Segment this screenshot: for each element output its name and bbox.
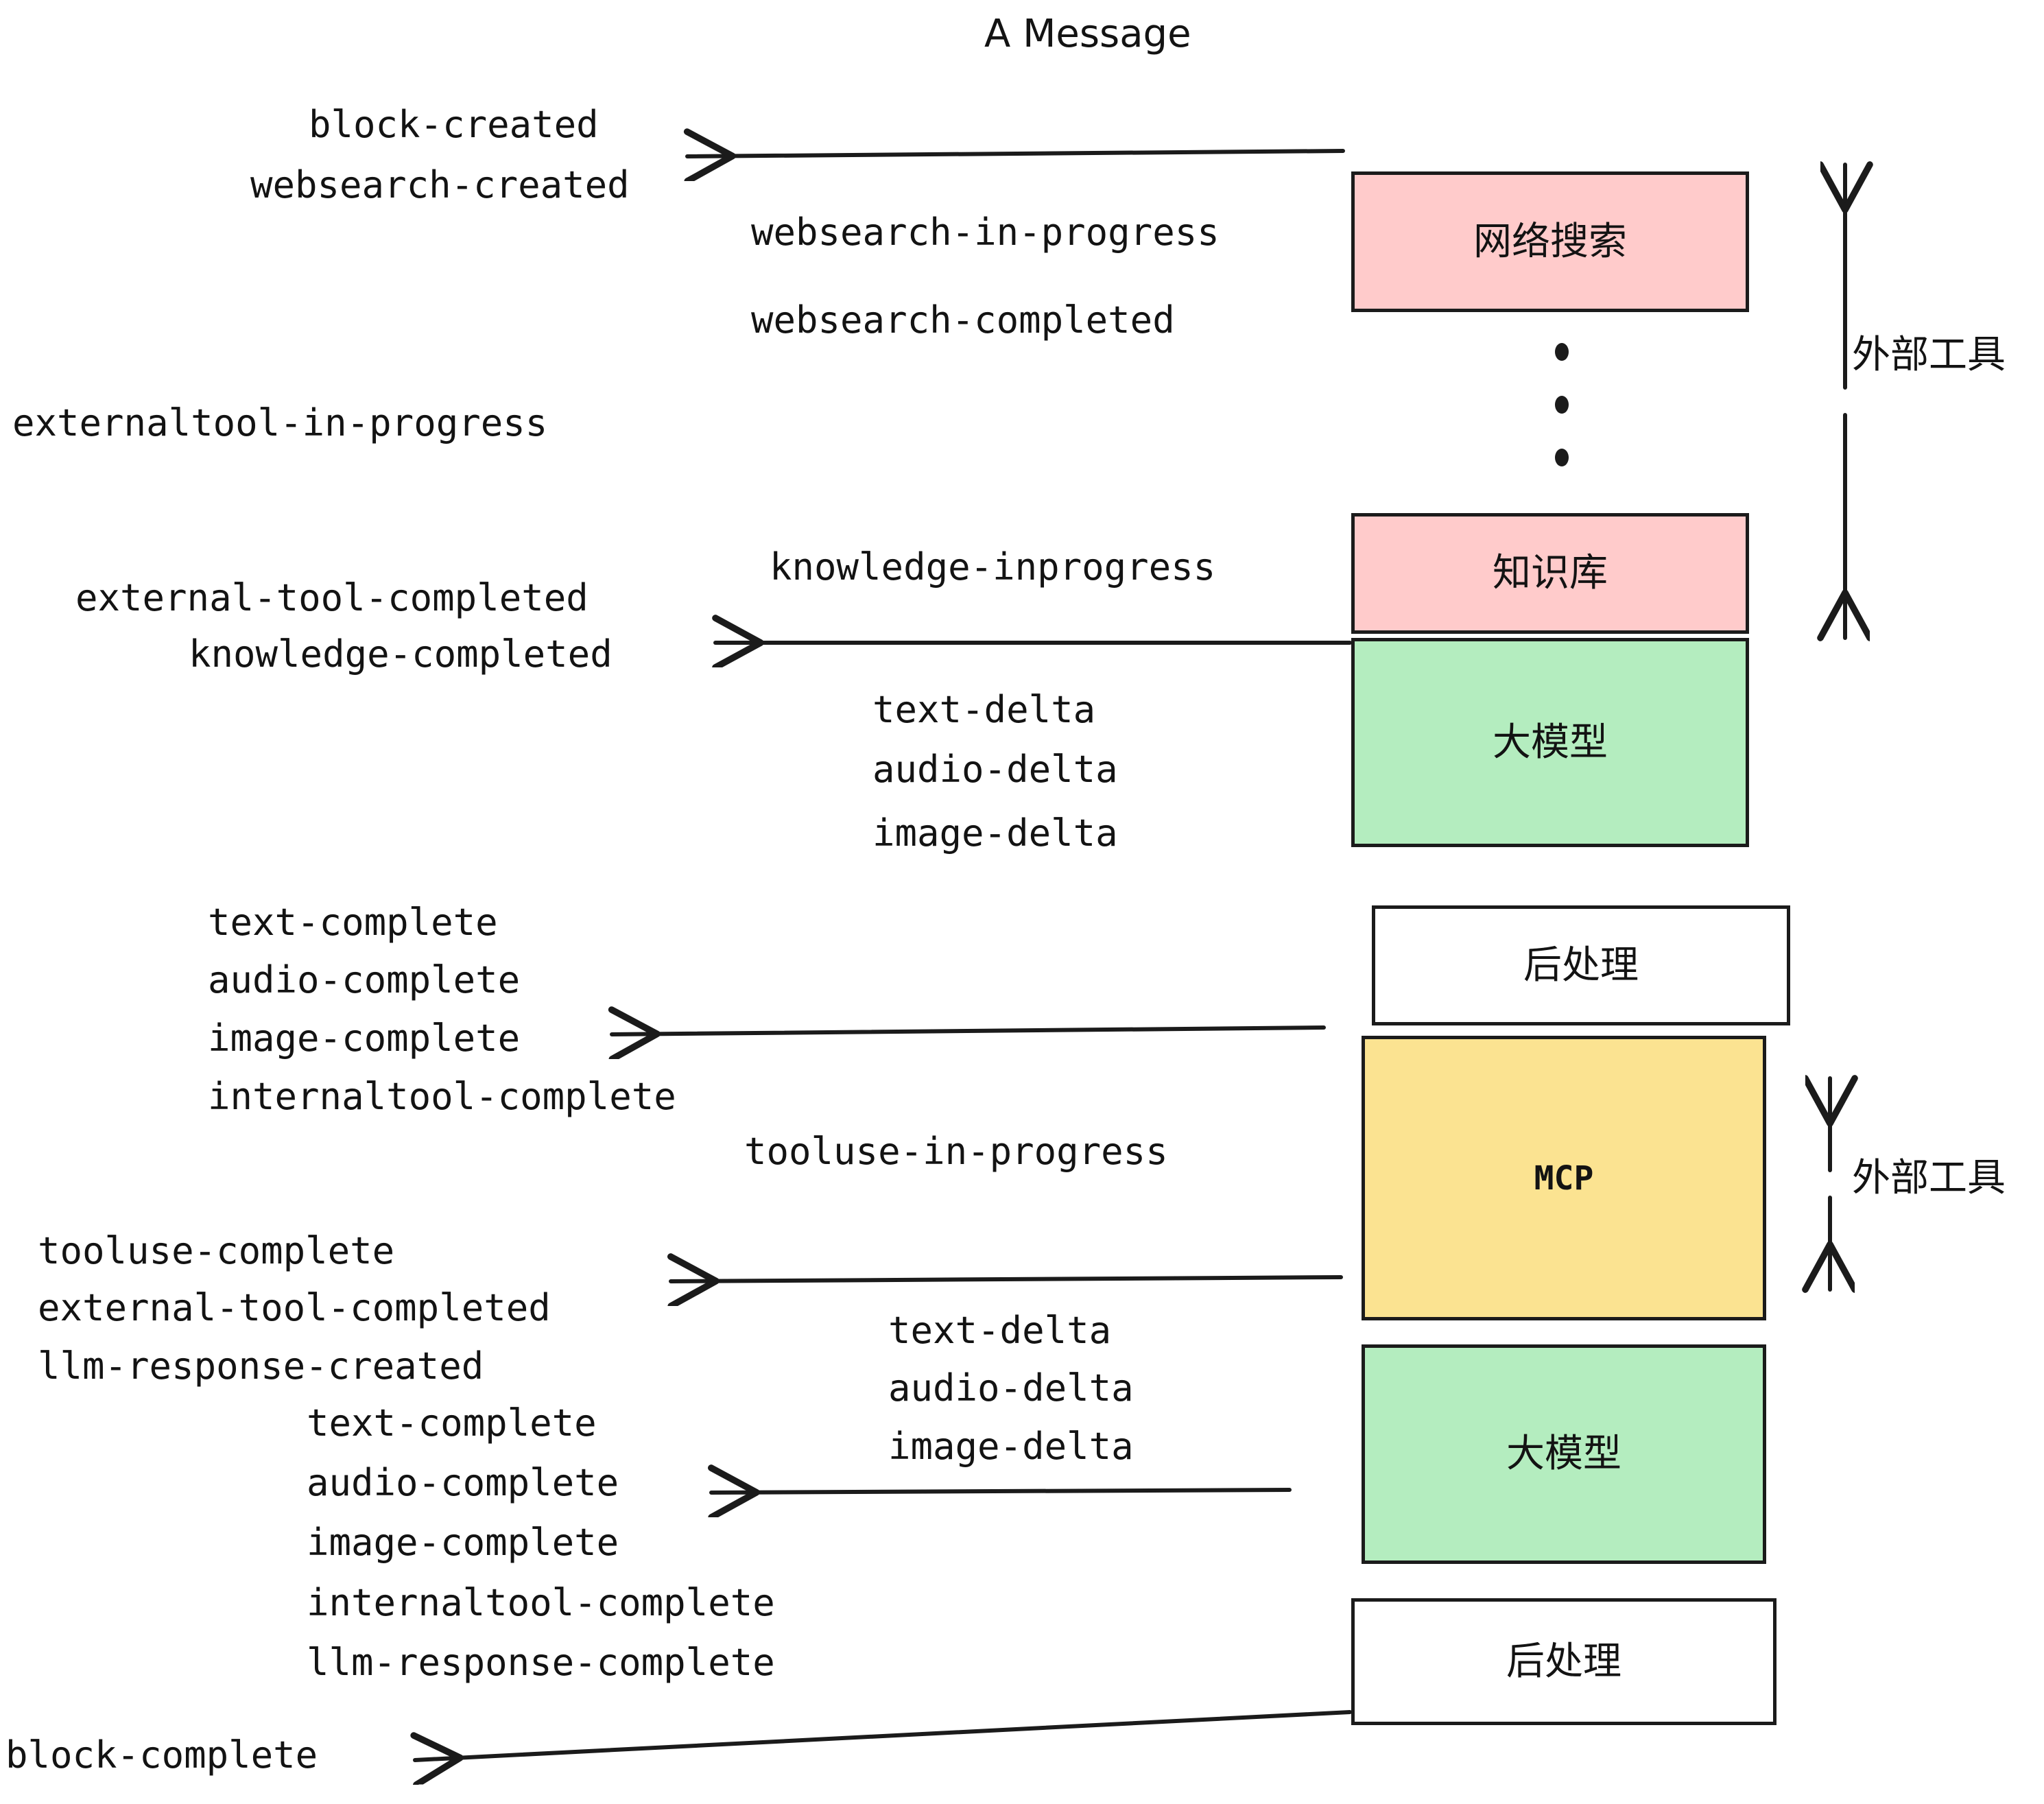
- event-label-audio-delta-2: audio-delta: [888, 1366, 1134, 1410]
- event-label-image-complete-1: image-complete: [208, 1017, 521, 1060]
- arrow-block-complete: [415, 1710, 1352, 1760]
- arrow-audio-complete: [711, 1490, 1292, 1493]
- node-label-mcp: MCP: [1534, 1159, 1594, 1198]
- event-label-block-created: block-created: [309, 103, 599, 146]
- event-label-external-tool-completed-2: external-tool-completed: [38, 1286, 551, 1329]
- event-label-audio-complete-1: audio-complete: [208, 958, 521, 1001]
- node-websearch: 网络搜索: [1351, 171, 1749, 312]
- event-label-text-complete-1: text-complete: [208, 901, 498, 944]
- event-label-image-delta-1: image-delta: [872, 811, 1118, 855]
- node-llm-bottom: 大模型: [1362, 1344, 1766, 1564]
- event-label-tooluse-in-progress: tooluse-in-progress: [744, 1130, 1168, 1173]
- node-postprocess-top: 后处理: [1372, 905, 1790, 1025]
- node-mcp: MCP: [1362, 1036, 1766, 1320]
- node-label-postprocess-bottom: 后处理: [1506, 1639, 1621, 1684]
- event-label-websearch-completed: websearch-completed: [751, 298, 1175, 342]
- ellipsis-dot-icon: [1555, 396, 1569, 414]
- event-label-tooluse-complete: tooluse-complete: [38, 1229, 395, 1272]
- node-label-websearch: 网络搜索: [1473, 219, 1627, 264]
- event-label-externaltool-in-progress: externaltool-in-progress: [12, 401, 548, 444]
- vertical-ellipsis-icon: [1554, 343, 1569, 466]
- event-label-image-complete-2: image-complete: [307, 1521, 619, 1564]
- event-label-websearch-in-progress: websearch-in-progress: [751, 211, 1220, 254]
- node-postprocess-bottom: 后处理: [1351, 1598, 1776, 1725]
- event-label-text-complete-2: text-complete: [307, 1401, 597, 1445]
- node-llm-top: 大模型: [1351, 638, 1749, 847]
- event-label-llm-response-created: llm-response-created: [38, 1344, 484, 1388]
- event-label-audio-delta-1: audio-delta: [872, 748, 1118, 791]
- event-label-websearch-created: websearch-created: [250, 163, 630, 206]
- event-label-external-tool-completed-1: external-tool-completed: [75, 576, 589, 619]
- arrow-tooluse-complete: [671, 1277, 1343, 1281]
- ellipsis-dot-icon: [1555, 449, 1569, 466]
- ellipsis-dot-icon: [1555, 343, 1569, 361]
- node-knowledge: 知识库: [1351, 513, 1749, 634]
- arrow-image-complete: [612, 1028, 1326, 1034]
- event-label-text-delta-1: text-delta: [872, 688, 1096, 731]
- event-label-block-complete: block-complete: [5, 1733, 318, 1777]
- side-label-external-tools-top: 外部工具: [1852, 333, 2006, 377]
- arrow-block-created: [687, 151, 1345, 156]
- event-label-llm-response-complete: llm-response-complete: [307, 1641, 775, 1684]
- page-title: A Message: [984, 12, 1191, 56]
- event-label-text-delta-2: text-delta: [888, 1309, 1112, 1352]
- node-label-llm-bottom: 大模型: [1506, 1432, 1621, 1476]
- event-label-audio-complete-2: audio-complete: [307, 1461, 619, 1504]
- event-label-knowledge-completed: knowledge-completed: [189, 632, 613, 676]
- node-label-postprocess-top: 后处理: [1523, 942, 1639, 988]
- event-label-internaltool-complete-2: internaltool-complete: [307, 1581, 775, 1624]
- node-label-knowledge: 知识库: [1493, 551, 1608, 595]
- event-label-internaltool-complete-1: internaltool-complete: [208, 1075, 676, 1118]
- node-label-llm-top: 大模型: [1493, 720, 1608, 765]
- event-label-knowledge-inprogress: knowledge-inprogress: [770, 545, 1216, 589]
- side-label-external-tools-bottom: 外部工具: [1852, 1156, 2006, 1200]
- event-label-image-delta-2: image-delta: [888, 1425, 1134, 1468]
